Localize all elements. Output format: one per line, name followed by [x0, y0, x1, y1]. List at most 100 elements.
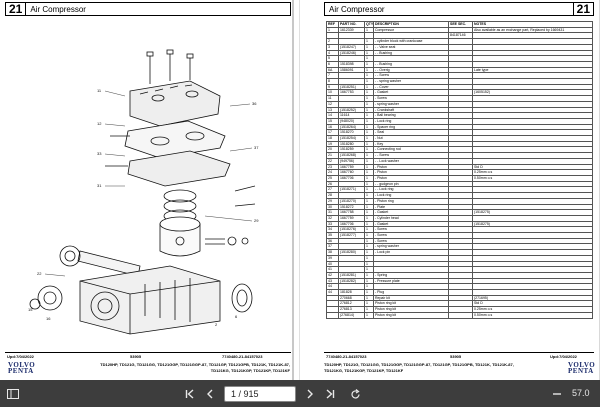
volvo-penta-logo: VOLVO PENTA — [568, 361, 596, 375]
svg-text:33: 33 — [97, 151, 102, 156]
next-page-button[interactable] — [302, 385, 318, 403]
logo-line-1: VOLVO — [8, 361, 36, 369]
cell-notes — [472, 180, 593, 188]
svg-text:36: 36 — [252, 101, 257, 106]
table-row: 34(1518276)1- Screw — [326, 226, 593, 233]
cell-ref — [326, 311, 339, 319]
zoom-out-icon — [553, 393, 561, 395]
chevron-right-icon — [307, 389, 313, 399]
table-row: 4(1518246)1- - Bushing — [326, 49, 593, 57]
table-row: 35(1518277)1- Screw — [326, 232, 593, 239]
cell-notes — [472, 203, 593, 211]
cell-description: Piston ring kit — [373, 311, 449, 319]
previous-page-button[interactable] — [202, 385, 218, 403]
cell-notes — [472, 232, 593, 239]
chevron-left-icon — [207, 389, 213, 399]
cell-notes — [472, 129, 593, 137]
logo-line-2: PENTA — [568, 367, 594, 375]
table-row: 21(1518268)1- - Screw — [326, 152, 593, 159]
cell-notes — [472, 197, 593, 205]
cell-notes: (1518275) — [472, 209, 593, 216]
cell-qty: 1 — [364, 311, 374, 319]
cell-notes — [472, 146, 593, 154]
footer-rule — [324, 352, 594, 353]
cell-notes — [472, 249, 593, 256]
rotate-button[interactable] — [346, 385, 364, 403]
last-page-icon — [326, 389, 335, 399]
cell-notes — [472, 43, 593, 51]
page-number-input[interactable]: 1 / 915 — [224, 386, 296, 402]
cell-see-sec — [448, 311, 473, 319]
cell-notes — [472, 157, 593, 165]
cell-notes — [472, 214, 593, 222]
footer-code: 53905 — [450, 354, 462, 359]
svg-text:31: 31 — [97, 183, 102, 188]
footer-models-1: TD120HP, TD121G, TD121GG, TD121GGP, TD12… — [100, 362, 290, 367]
logo-line-2: PENTA — [8, 367, 34, 375]
first-page-button[interactable] — [182, 385, 198, 403]
footer-date: Upd:7/04/2022 — [7, 354, 34, 359]
cell-notes: 0.25mm o.s — [472, 169, 593, 176]
right-page: Air Compressor 21 REF PART NO. QTY DESCR… — [299, 0, 600, 380]
cell-notes: (1518275) — [472, 220, 593, 228]
cell-notes — [472, 243, 593, 251]
svg-text:11: 11 — [97, 88, 102, 93]
footer-docref: 7740480-21-84157023 — [222, 354, 263, 359]
table-row: 16(1518264)1- Spacer ring — [326, 123, 593, 131]
left-page: 21 Air Compressor — [0, 0, 294, 380]
last-page-button[interactable] — [322, 385, 338, 403]
cell-notes — [472, 226, 593, 233]
logo-line-1: VOLVO — [568, 361, 596, 369]
page-header: Air Compressor 21 — [324, 2, 594, 16]
svg-text:22: 22 — [37, 271, 42, 276]
cell-notes — [472, 152, 593, 159]
page-number: 21 — [576, 1, 590, 16]
cell-notes — [472, 55, 593, 62]
cell-notes — [472, 192, 593, 199]
svg-text:2: 2 — [215, 322, 218, 327]
sidebar-toggle-button[interactable] — [4, 385, 22, 403]
cell-notes: 0.50mm o.s — [472, 311, 593, 319]
parts-table: REF PART NO. QTY DESCRIPTION SEE SEC. NO… — [326, 21, 593, 319]
cell-notes — [472, 49, 593, 57]
footer-models-2: TD121KG, TD121KGP, TD121KP, TD121KF — [324, 368, 404, 373]
footer-models-2: TD121KG, TD121KGP, TD121KP, TD121KF — [210, 368, 290, 373]
cell-notes — [472, 186, 593, 194]
table-row: 84187146 — [326, 32, 593, 40]
viewer-toolbar — [0, 380, 600, 407]
cell-notes: Std D — [472, 163, 593, 171]
svg-text:15: 15 — [28, 307, 33, 312]
cell-notes — [472, 135, 593, 142]
table-header-row: REF PART NO. QTY DESCRIPTION SEE SEC. NO… — [326, 21, 593, 28]
cell-notes — [472, 123, 593, 131]
page-title: Air Compressor — [325, 3, 574, 15]
footer-docref: 7740480-21-84157023 — [326, 354, 367, 359]
col-header-qty: QTY — [364, 21, 374, 28]
table-row: 27(1518271)1- - Lock ring — [326, 186, 593, 194]
svg-text:16: 16 — [46, 316, 51, 321]
cell-notes — [472, 38, 593, 45]
zoom-level[interactable]: 57.0 — [572, 388, 590, 398]
cell-notes — [472, 32, 593, 40]
page-title: Air Compressor — [30, 4, 86, 14]
zoom-out-button[interactable] — [548, 385, 566, 403]
cell-notes — [472, 237, 593, 245]
table-row: 38(1518280)1- Lock pin — [326, 249, 593, 256]
cell-part-no: (276814) — [338, 311, 365, 319]
svg-text:12: 12 — [97, 121, 102, 126]
table-row: 3(1518247)1- - Valve seat — [326, 43, 593, 51]
